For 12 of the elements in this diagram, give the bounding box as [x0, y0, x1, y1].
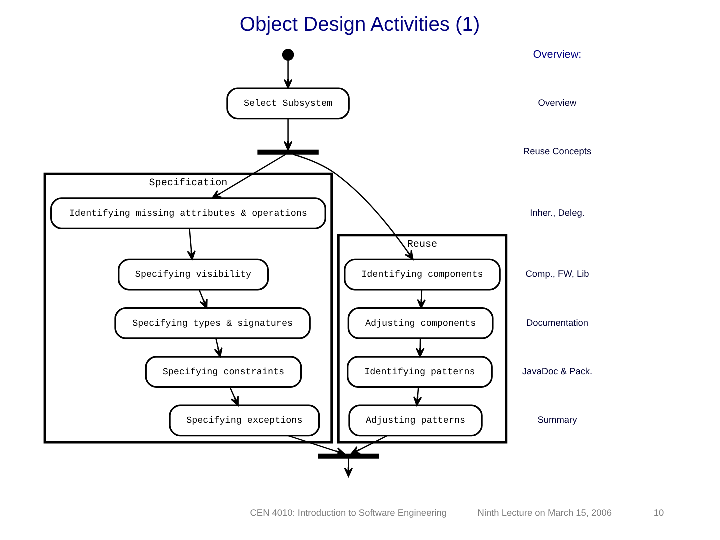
- label: Reuse Concepts: [523, 146, 592, 157]
- label: Inher., Deleg.: [530, 208, 585, 218]
- label: Comp., FW, Lib: [526, 269, 590, 280]
- label: 10: [654, 508, 664, 518]
- label: CEN 4010: Introduction to Software Engineering: [250, 508, 448, 518]
- label: JavaDoc & Pack.: [522, 366, 593, 376]
- label: Overview:: [533, 48, 582, 61]
- label: Documentation: [526, 318, 589, 328]
- diagram-title: Object Design Activities (1): [240, 14, 480, 36]
- label: Ninth Lecture on March 15, 2006: [478, 508, 612, 518]
- label: Overview: [538, 98, 577, 108]
- label: Summary: [538, 415, 578, 426]
